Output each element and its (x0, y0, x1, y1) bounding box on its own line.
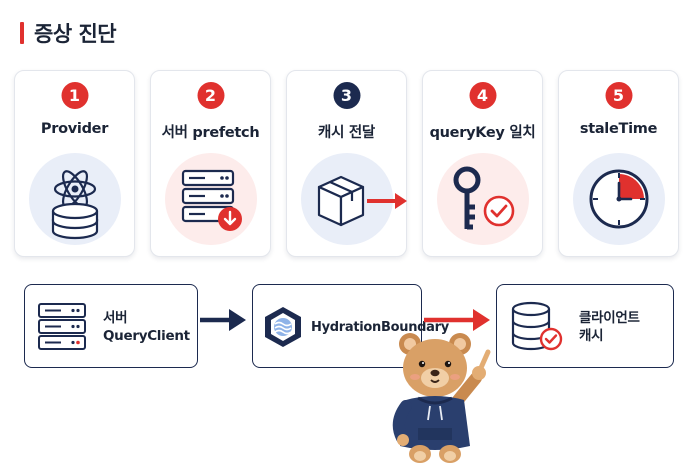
red-arrow-icon (424, 309, 490, 331)
step-card-cache-transfer: 3 캐시 전달 (286, 70, 407, 257)
step-number: 3 (333, 82, 360, 109)
client-label-line2: 캐시 (579, 328, 604, 344)
title-accent-bar (20, 22, 24, 44)
icon-backdrop (164, 153, 257, 245)
page-title: 증상 진단 (34, 22, 117, 46)
step-card-provider: 1 Provider (14, 70, 135, 257)
hydration-boundary-label: HydrationBoundary (311, 320, 449, 335)
teddy-bear-mascot (392, 333, 491, 463)
server-icon (38, 303, 86, 350)
server-label-line1: 서버 (103, 310, 128, 326)
clock-icon (589, 169, 648, 229)
step-card-server-prefetch: 2 서버 prefetch (150, 70, 271, 257)
icon-backdrop (300, 153, 407, 245)
server-queryclient-box: 서버 QueryClient (24, 284, 198, 368)
step-card-querykey-match: 4 queryKey 일치 (422, 70, 543, 257)
hydration-boundary-box: HydrationBoundary (252, 284, 449, 368)
package-arrow-icon (317, 175, 407, 227)
step-number: 2 (197, 82, 224, 109)
step-label: staleTime (579, 121, 658, 137)
navy-arrow-icon (200, 309, 246, 331)
step-card-staletime: 5 staleTime (558, 70, 679, 257)
step-label: queryKey 일치 (429, 125, 536, 141)
client-label-line1: 클라이언트 (579, 310, 640, 326)
icon-backdrop (436, 153, 529, 245)
client-cache-box: 클라이언트 캐시 (496, 284, 674, 368)
key-check-icon (453, 166, 514, 230)
server-download-icon (181, 169, 242, 231)
step-number: 4 (469, 82, 496, 109)
hydration-boundary-icon (265, 307, 301, 347)
react-database-icon (51, 170, 98, 240)
step-number: 5 (605, 82, 632, 109)
step-label: 서버 prefetch (161, 125, 260, 141)
server-label-line2: QueryClient (103, 328, 190, 344)
step-label: 캐시 전달 (318, 125, 375, 141)
step-number: 1 (61, 82, 88, 109)
step-label: Provider (40, 121, 109, 137)
icon-backdrop (572, 153, 665, 245)
icon-backdrop (28, 153, 121, 245)
database-check-icon (511, 301, 563, 351)
